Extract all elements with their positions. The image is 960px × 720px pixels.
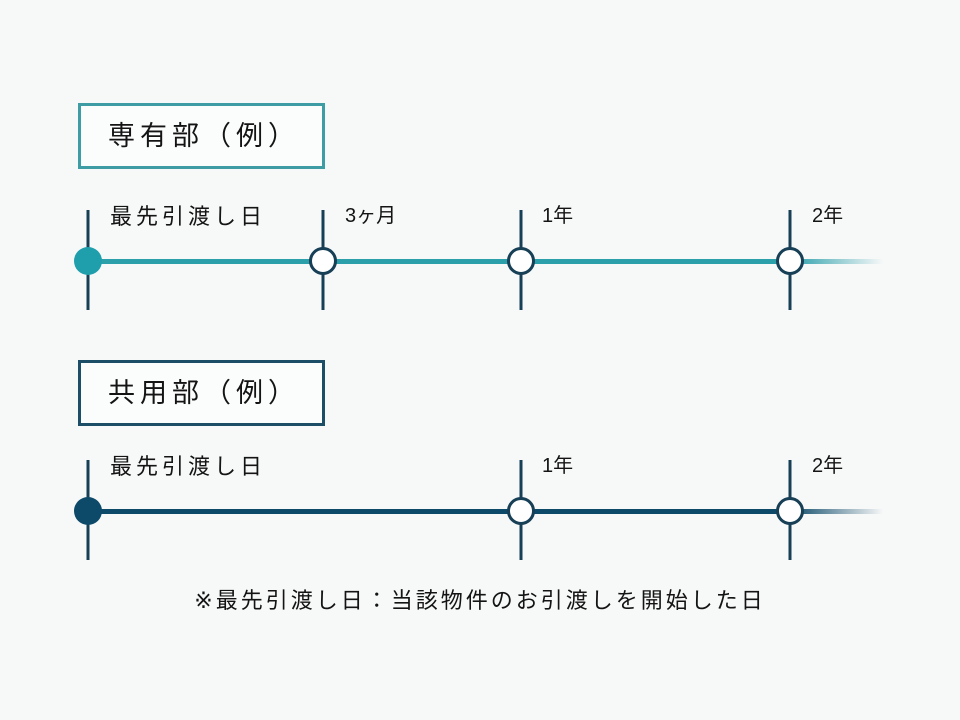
section-label-text-private: 専有部（例） — [108, 120, 300, 151]
timeline-marker-label-private-2: 1年 — [542, 205, 574, 227]
timeline-marker-private-3[interactable] — [776, 247, 804, 275]
timeline-private: 最先引渡し日 3ヶ月 1年 2年 — [0, 196, 960, 326]
section-label-box-private: 専有部（例） — [78, 103, 325, 169]
footnote-text: ※最先引渡し日：当該物件のお引渡しを開始した日 — [194, 588, 766, 613]
section-label-box-common: 共用部（例） — [78, 360, 325, 426]
timeline-marker-label-private-0: 最先引渡し日 — [110, 204, 267, 229]
timeline-marker-private-2[interactable] — [507, 247, 535, 275]
timeline-marker-private-0[interactable] — [74, 247, 102, 275]
timeline-marker-label-private-3: 2年 — [812, 205, 844, 227]
timeline-rail-common — [88, 509, 883, 514]
timeline-marker-label-common-0: 最先引渡し日 — [110, 454, 267, 479]
timeline-marker-common-2[interactable] — [776, 497, 804, 525]
timeline-rail-private — [88, 259, 883, 264]
timeline-common: 最先引渡し日 1年 2年 — [0, 446, 960, 576]
timeline-marker-label-common-2: 2年 — [812, 455, 844, 477]
timeline-marker-common-0[interactable] — [74, 497, 102, 525]
timeline-marker-label-common-1: 1年 — [542, 455, 574, 477]
timeline-marker-private-1[interactable] — [309, 247, 337, 275]
timeline-marker-label-private-1: 3ヶ月 — [345, 205, 397, 227]
section-label-text-common: 共用部（例） — [108, 377, 300, 408]
timeline-marker-common-1[interactable] — [507, 497, 535, 525]
